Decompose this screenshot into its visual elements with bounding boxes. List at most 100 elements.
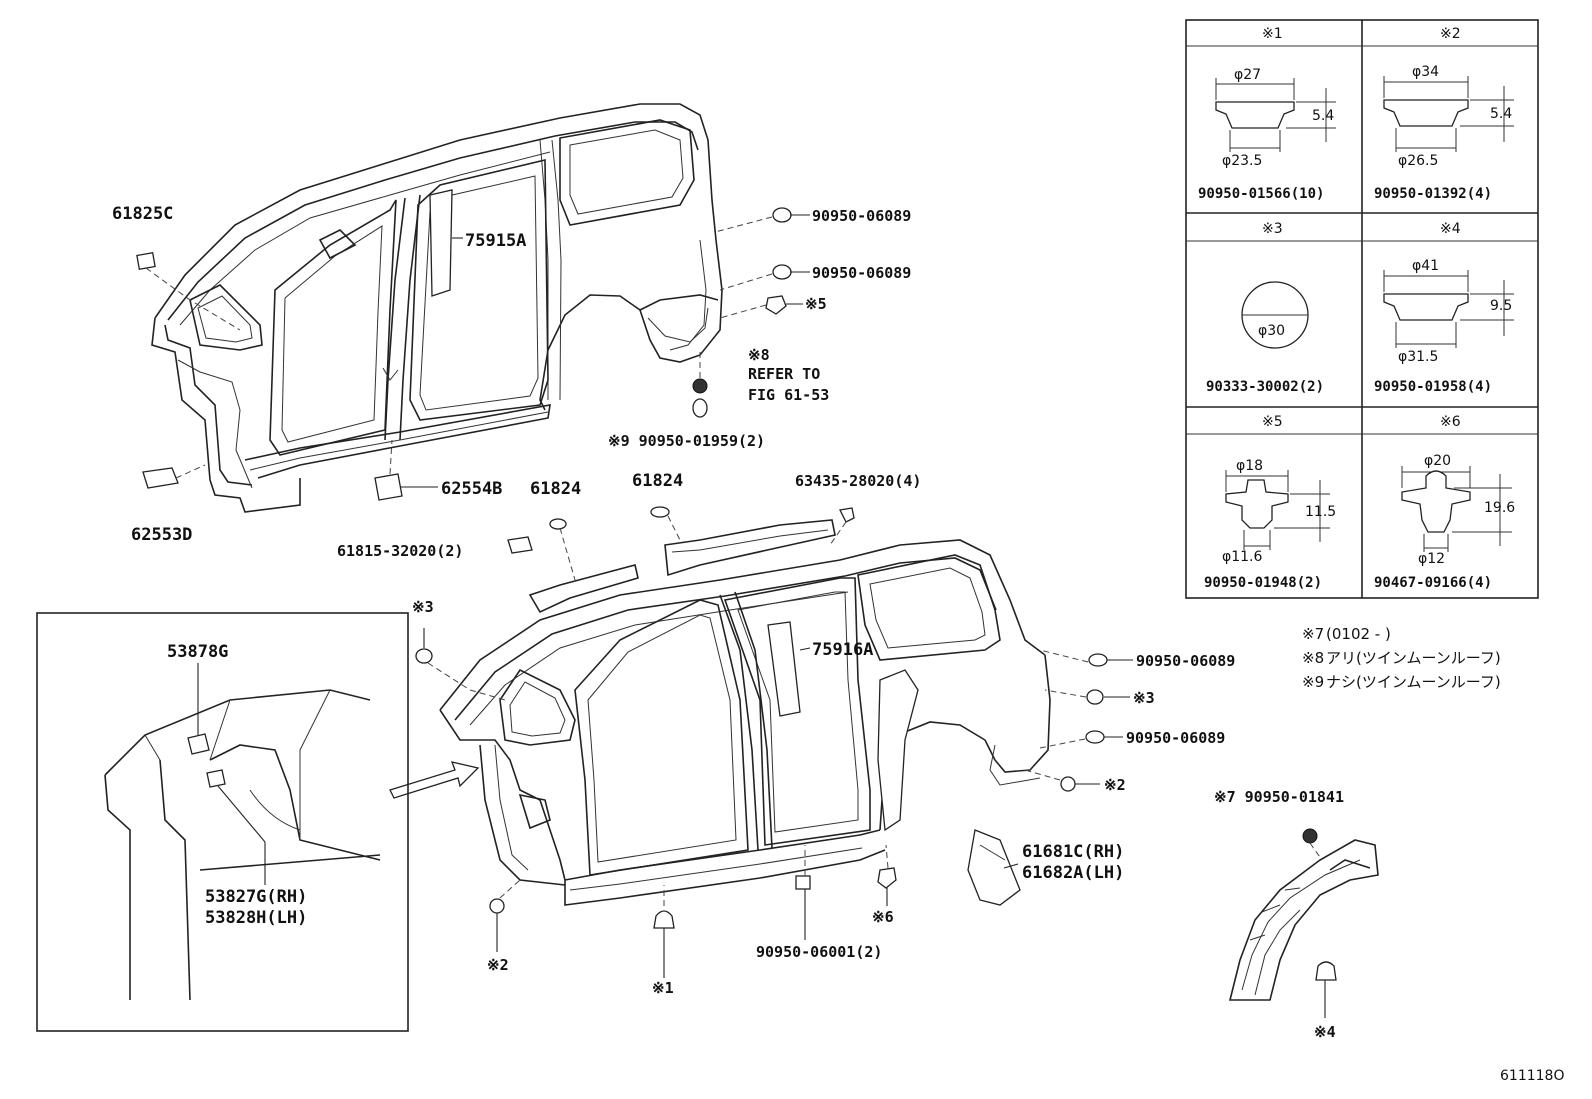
table-ref-3: ※3 [1262, 221, 1283, 237]
label-ref7: ※7 90950-01841 [1214, 788, 1344, 806]
figure-code: 611118O [1500, 1068, 1564, 1084]
table-cell-5: ※5 φ18 φ11.6 11.5 90950-01948(2) [1204, 414, 1336, 591]
table-cell-1: ※1 φ27 φ23.5 5.4 90950-01566(10) [1198, 26, 1336, 202]
label-61682a: 61682A(LH) [1022, 863, 1124, 883]
plug-1-bottom [653, 910, 675, 929]
table-pn-6: 90467-09166(4) [1374, 575, 1492, 591]
note-7-ref: ※7 [1302, 625, 1324, 643]
pad-06001 [795, 875, 811, 890]
grommet-06089-c [1088, 653, 1108, 667]
table-pn-1: 90950-01566(10) [1198, 186, 1324, 202]
table-ref-4: ※4 [1440, 221, 1461, 237]
table-dtop-1: φ27 [1234, 67, 1261, 83]
note-8-ref: ※8 [1302, 649, 1324, 667]
table-dtop-4: φ41 [1412, 258, 1439, 274]
label-ref1-bottom: ※1 [652, 979, 674, 997]
label-90950-06089-b: 90950-06089 [812, 264, 911, 282]
label-53827g: 53827G(RH) [205, 887, 307, 907]
table-pn-4: 90950-01958(4) [1374, 379, 1492, 395]
clip-2-bottom [489, 898, 505, 914]
leader-lines [400, 214, 1326, 1018]
label-53878g: 53878G [167, 642, 228, 662]
table-h-4: 9.5 [1490, 298, 1512, 314]
inset-detail [36, 612, 409, 1032]
clip-7 [1302, 828, 1318, 844]
label-75915a: 75915A [465, 231, 526, 251]
label-ref3-left: ※3 [412, 598, 434, 616]
table-dbot-2: φ26.5 [1398, 153, 1438, 169]
note-9-text: ナシ(ツインムーンルーフ) [1326, 673, 1501, 691]
label-61824-b: 61824 [632, 471, 683, 491]
label-61824-a: 61824 [530, 479, 581, 499]
label-ref2-right: ※2 [1104, 776, 1126, 794]
part-labels: 61825C 75915A 62553D 62554B 61824 61824 … [112, 204, 1564, 1084]
61825c-pad [136, 251, 156, 271]
clip-63435 [839, 507, 855, 523]
61824-pad-a [549, 518, 567, 530]
table-cell-2: ※2 φ34 φ26.5 5.4 90950-01392(4) [1374, 26, 1514, 202]
label-ref8-line2: FIG 61-53 [748, 386, 829, 404]
table-dbot-4: φ31.5 [1398, 349, 1438, 365]
label-75916a: 75916A [812, 640, 873, 660]
table-h-5: 11.5 [1305, 504, 1336, 520]
table-dtop-2: φ34 [1412, 64, 1439, 80]
table-dtop-5: φ18 [1236, 458, 1263, 474]
notes: ※7 (0102 - ) ※8 アリ(ツインムーンルーフ) ※9 ナシ(ツインム… [1302, 625, 1501, 691]
62553d-pad [142, 467, 179, 489]
mudguard-61681c [967, 829, 1021, 906]
label-ref5: ※5 [805, 295, 827, 313]
61824-pad-b [650, 506, 670, 518]
table-cell-3: ※3 φ30 90333-30002(2) [1206, 221, 1324, 395]
table-h-6: 19.6 [1484, 500, 1515, 516]
upper-body-panel [151, 103, 723, 513]
clip-2-right [1060, 776, 1076, 792]
reference-table: ※1 φ27 φ23.5 5.4 90950-01566(10) ※2 φ34 [1185, 19, 1539, 599]
label-90950-06089-c: 90950-06089 [1136, 652, 1235, 670]
grommet-06089-d [1085, 730, 1105, 744]
table-dbot-6: φ12 [1418, 551, 1445, 567]
label-61825c: 61825C [112, 204, 173, 224]
plug-9-upper [692, 398, 708, 418]
label-ref3-right: ※3 [1133, 689, 1155, 707]
62554b-pad [374, 473, 403, 501]
table-dbot-5: φ11.6 [1222, 549, 1263, 565]
table-dbot-1: φ23.5 [1222, 153, 1262, 169]
table-pn-5: 90950-01948(2) [1204, 575, 1322, 591]
table-ref-1: ※1 [1262, 26, 1283, 42]
table-dtop-6: φ20 [1424, 453, 1451, 469]
label-90950-06001: 90950-06001(2) [756, 943, 882, 961]
lower-fasteners [415, 506, 1108, 929]
plug-3-left [415, 648, 433, 664]
note-8-text: アリ(ツインムーンルーフ) [1326, 649, 1501, 667]
clip-5-upper [765, 295, 787, 315]
61815-pad [507, 536, 533, 554]
label-ref8: ※8 [748, 346, 770, 364]
grommet-06089-b [772, 264, 792, 280]
label-90950-06089-d: 90950-06089 [1126, 729, 1225, 747]
clip-8-upper [692, 378, 708, 394]
label-62553d: 62553D [131, 525, 192, 545]
note-7-text: (0102 - ) [1326, 625, 1391, 643]
table-ref-6: ※6 [1440, 414, 1461, 430]
label-ref4-bottom: ※4 [1314, 1023, 1336, 1041]
grommet-06089-a [772, 207, 792, 223]
label-61681c: 61681C(RH) [1022, 842, 1124, 862]
inset-frame [36, 612, 409, 1032]
table-cell-6: ※6 φ20 φ12 19.6 90467-09166(4) [1374, 414, 1515, 591]
label-61815: 61815-32020(2) [337, 542, 463, 560]
clip-6-lower [877, 867, 897, 889]
table-pn-3: 90333-30002(2) [1206, 379, 1324, 395]
table-ref-2: ※2 [1440, 26, 1461, 42]
table-h-1: 5.4 [1312, 108, 1334, 124]
table-pn-2: 90950-01392(4) [1374, 186, 1492, 202]
note-9-ref: ※9 [1302, 673, 1324, 691]
plug-4 [1315, 961, 1337, 981]
table-cell-4: ※4 φ41 φ31.5 9.5 90950-01958(4) [1374, 221, 1514, 395]
inset-clip-53827g [206, 769, 226, 788]
wheel-house-liner [1228, 828, 1379, 1001]
table-ref-5: ※5 [1262, 414, 1283, 430]
label-62554b: 62554B [441, 479, 502, 499]
lower-body-panel [439, 519, 1051, 906]
label-ref8-line1: REFER TO [748, 365, 820, 383]
